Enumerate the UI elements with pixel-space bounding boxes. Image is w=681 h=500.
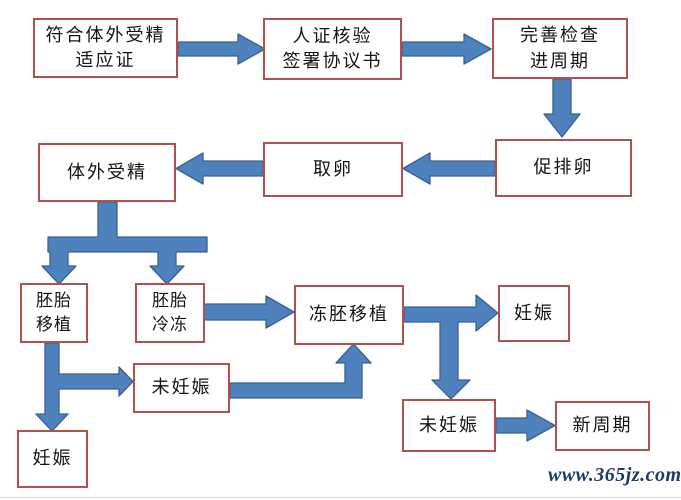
arrow-verification-to-exam xyxy=(401,33,492,65)
node-frozen-transfer: 冻胚移植 xyxy=(294,285,404,345)
site-watermark: www.365jz.com xyxy=(548,464,681,486)
node-eligibility: 符合体外受精 适应证 xyxy=(33,18,178,78)
node-pregnancy-left: 妊娠 xyxy=(17,430,88,488)
arrow-not-pregnant-right-to-new-cycle xyxy=(495,409,556,442)
node-pregnancy-right: 妊娠 xyxy=(498,285,570,342)
node-embryo-freeze: 胚胎 冷冻 xyxy=(135,283,205,343)
arrow-freeze-to-frozen-transfer xyxy=(202,295,295,329)
node-ivf: 体外受精 xyxy=(38,143,176,202)
node-embryo-transfer: 胚胎 移植 xyxy=(20,283,88,343)
node-verification: 人证核验 签署协议书 xyxy=(263,18,402,80)
node-not-pregnant-left: 未妊娠 xyxy=(133,363,230,413)
node-egg-retrieval: 取卵 xyxy=(263,142,403,197)
arrow-exam-to-ovulation xyxy=(543,78,581,138)
arrow-eligibility-to-verification xyxy=(177,33,266,65)
page-bottom-divider xyxy=(0,497,681,498)
arrow-ivf-split-to-transfer-and-freeze xyxy=(41,201,208,285)
arrow-not-pregnant-left-to-frozen-transfer xyxy=(229,343,372,399)
arrow-transfer-branch-to-not-pregnant-and-pregnancy xyxy=(35,342,134,432)
node-new-cycle: 新周期 xyxy=(555,401,650,451)
node-not-pregnant-right: 未妊娠 xyxy=(402,399,496,452)
node-exam: 完善检查 进周期 xyxy=(492,18,628,79)
arrow-frozen-transfer-to-pregnancy-and-not-pregnant xyxy=(403,294,499,400)
node-ovulation: 促排卵 xyxy=(495,139,632,197)
arrow-egg-retrieval-to-ivf xyxy=(175,152,264,185)
arrow-ovulation-to-egg-retrieval xyxy=(402,152,496,185)
